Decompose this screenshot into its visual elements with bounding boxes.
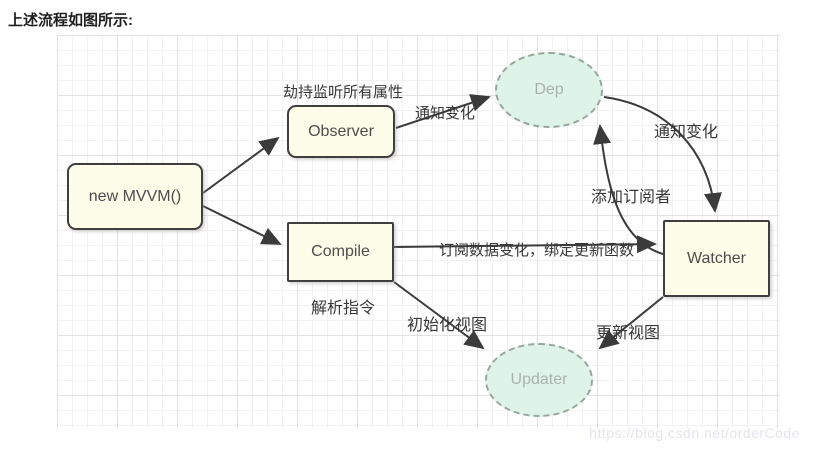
node-observer: Observer bbox=[287, 105, 395, 158]
label-notify-change-dep-watcher: 通知变化 bbox=[654, 124, 719, 141]
node-observer-label: Observer bbox=[308, 122, 374, 140]
node-dep: Dep bbox=[495, 52, 603, 128]
label-hijack-listen-all-props: 劫持监听所有属性 bbox=[283, 84, 404, 101]
label-init-view: 初始化视图 bbox=[407, 317, 488, 334]
label-parse-directive: 解析指令 bbox=[311, 300, 376, 317]
node-new-mvvm: new MVVM() bbox=[67, 163, 203, 230]
node-new-mvvm-label: new MVVM() bbox=[88, 187, 182, 205]
node-dep-label: Dep bbox=[534, 81, 564, 98]
label-subscribe-data-bind-update: 订阅数据变化，绑定更新函数 bbox=[439, 242, 635, 259]
label-add-subscriber: 添加订阅者 bbox=[591, 189, 672, 206]
node-watcher: Watcher bbox=[663, 220, 770, 297]
node-updater: Updater bbox=[485, 343, 593, 417]
label-notify-change-observer-dep: 通知变化 bbox=[415, 105, 476, 122]
label-update-view: 更新视图 bbox=[596, 325, 661, 342]
node-updater-label: Updater bbox=[510, 371, 568, 388]
node-compile: Compile bbox=[287, 222, 394, 282]
watermark: https://blog.csdn.net/orderCode bbox=[589, 425, 800, 441]
node-watcher-label: Watcher bbox=[687, 249, 746, 267]
node-compile-label: Compile bbox=[311, 243, 370, 260]
page-title: 上述流程如图所示: bbox=[8, 12, 133, 29]
